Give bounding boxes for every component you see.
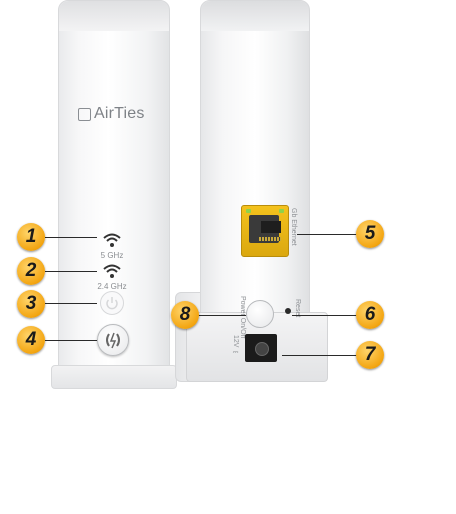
callout-5-line xyxy=(297,234,357,235)
callout-badge-3: 3 xyxy=(17,290,45,318)
callout-badge-4: 4 xyxy=(17,326,45,354)
front-unit xyxy=(51,0,177,389)
callout-badge-8: 8 xyxy=(171,301,199,329)
callout-7-line xyxy=(282,355,357,356)
dc-in-label: 12V ⎓ xyxy=(232,335,239,357)
callout-badge-1: 1 xyxy=(17,223,45,251)
callout-badge-6: 6 xyxy=(356,301,384,329)
ethernet-pins xyxy=(259,237,281,241)
dc-power-jack[interactable] xyxy=(245,334,277,362)
wps-button[interactable] xyxy=(97,324,129,356)
front-unit-stand xyxy=(51,365,177,389)
ethernet-socket xyxy=(249,215,281,243)
wifi-24ghz-icon xyxy=(103,264,121,278)
dc-power-pin xyxy=(255,342,269,356)
callout-3-line xyxy=(45,303,97,304)
callout-4-line xyxy=(45,340,97,341)
callout-1-line xyxy=(45,237,97,238)
ethernet-jaw xyxy=(261,221,281,233)
wps-icon xyxy=(106,332,120,349)
reset-label: Reset xyxy=(294,299,301,318)
callout-2-line xyxy=(45,271,97,272)
power-icon xyxy=(106,297,118,310)
led-24ghz-label: 2.4 GHz xyxy=(97,282,127,291)
wifi-5ghz-icon xyxy=(103,233,121,247)
ethernet-label: Gb Ethernet xyxy=(290,208,297,246)
callout-badge-5: 5 xyxy=(356,220,384,248)
ethernet-port[interactable] xyxy=(241,205,289,257)
callout-8-line xyxy=(198,315,246,316)
back-unit-top xyxy=(201,1,309,31)
ethernet-link-led xyxy=(246,209,251,213)
power-switch[interactable] xyxy=(246,300,274,328)
power-switch-label: Power On/Off xyxy=(239,296,246,339)
callout-badge-7: 7 xyxy=(356,341,384,369)
power-led xyxy=(100,291,124,315)
led-5ghz-label: 5 GHz xyxy=(100,251,124,260)
brand-name: AirTies xyxy=(94,105,145,122)
reset-button[interactable] xyxy=(285,308,291,314)
front-unit-top xyxy=(59,1,169,31)
callout-badge-2: 2 xyxy=(17,257,45,285)
airties-logo-icon xyxy=(78,108,91,121)
callout-6-line xyxy=(292,315,357,316)
ethernet-activity-led xyxy=(279,209,284,213)
